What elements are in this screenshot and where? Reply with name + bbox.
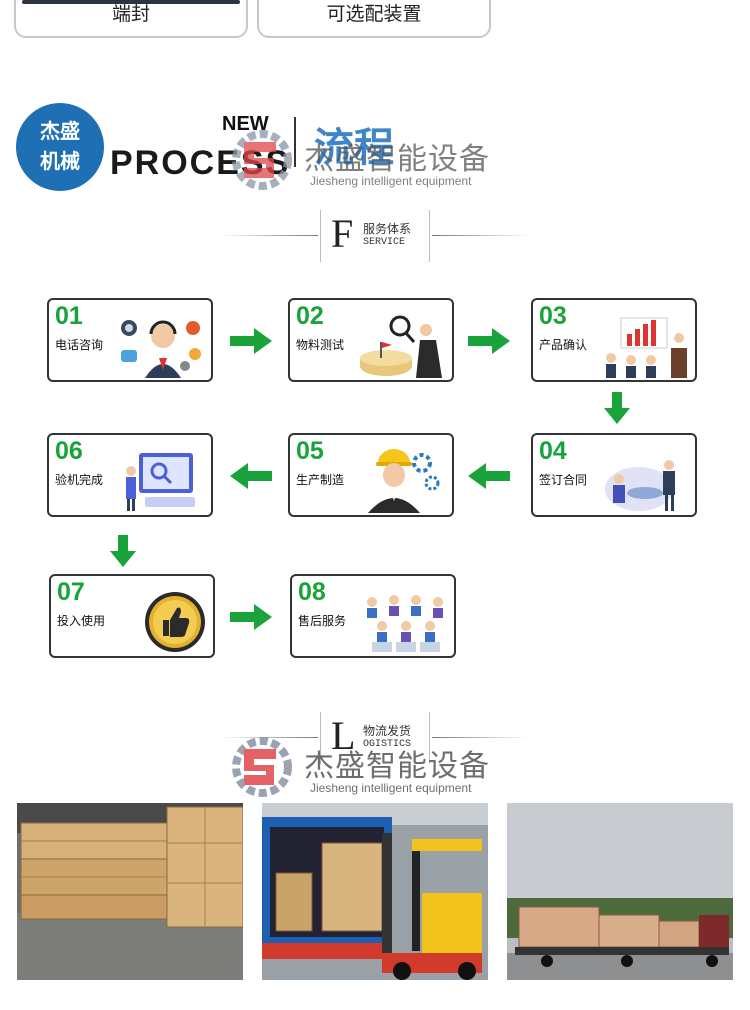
logistics-banner: L 物流发货 OGISTICS bbox=[220, 712, 530, 764]
banner-line-right bbox=[432, 235, 530, 236]
process-step-1: 01 电话咨询 bbox=[47, 298, 213, 382]
arrow-left-icon bbox=[468, 463, 510, 489]
service-banner: F 服务体系 SERVICE bbox=[220, 210, 530, 262]
step-number: 05 bbox=[296, 437, 324, 465]
banner-line-right bbox=[432, 737, 530, 738]
option-card-optional-device: 可选配装置 bbox=[257, 0, 491, 38]
banner-line-left bbox=[220, 235, 318, 236]
step-number: 08 bbox=[298, 578, 326, 606]
presentation-icon bbox=[606, 317, 687, 378]
banner-title-en: OGISTICS bbox=[363, 739, 412, 750]
magnifier-test-icon bbox=[360, 315, 442, 378]
step-number: 07 bbox=[57, 578, 85, 606]
contract-meeting-icon bbox=[605, 460, 675, 511]
inspection-screen-icon bbox=[126, 453, 195, 511]
step-name: 投入使用 bbox=[57, 614, 106, 628]
arrow-down-icon bbox=[110, 535, 136, 567]
support-team-icon bbox=[367, 595, 443, 652]
brand-badge-line1: 杰盛 bbox=[40, 119, 80, 143]
banner-box: L 物流发货 OGISTICS bbox=[320, 712, 430, 764]
step-number: 06 bbox=[55, 437, 83, 465]
banner-box: F 服务体系 SERVICE bbox=[320, 210, 430, 262]
step-number: 01 bbox=[55, 302, 83, 330]
step-number: 03 bbox=[539, 302, 567, 330]
photo-flatbed-truck bbox=[507, 803, 733, 980]
banner-title-en: SERVICE bbox=[363, 237, 406, 248]
step-number: 04 bbox=[539, 437, 567, 465]
process-heading: PROCESS bbox=[110, 144, 291, 182]
photo-wooden-crates bbox=[17, 803, 243, 980]
process-step-4: 04 签订合同 bbox=[531, 433, 697, 517]
heading-divider bbox=[294, 117, 296, 167]
process-step-5: 05 生产制造 bbox=[288, 433, 454, 517]
banner-letter: L bbox=[331, 713, 356, 758]
process-step-6: 06 验机完成 bbox=[47, 433, 213, 517]
watermark-name-en: Jiesheng intelligent equipment bbox=[310, 174, 472, 188]
photo-truck-forklift bbox=[262, 803, 488, 980]
process-step-2: 02 物料测试 bbox=[288, 298, 454, 382]
watermark-name-en: Jiesheng intelligent equipment bbox=[310, 781, 472, 795]
option-card-end-seal: 端封 bbox=[14, 0, 248, 38]
banner-line-left bbox=[220, 737, 318, 738]
step-name: 签订合同 bbox=[539, 473, 588, 487]
arrow-left-icon bbox=[230, 463, 272, 489]
customer-service-icon bbox=[121, 320, 201, 378]
process-step-7: 07 投入使用 bbox=[49, 574, 215, 658]
step-name: 物料测试 bbox=[296, 338, 345, 352]
thumbs-up-medal-icon bbox=[145, 592, 205, 652]
arrow-right-icon bbox=[468, 328, 510, 354]
step-name: 验机完成 bbox=[55, 473, 104, 487]
step-name: 生产制造 bbox=[296, 473, 345, 487]
process-title-cn: 流程 bbox=[314, 125, 394, 171]
arrow-right-icon bbox=[230, 604, 272, 630]
brand-badge-line2: 机械 bbox=[40, 149, 80, 173]
option-card-label: 端封 bbox=[111, 3, 150, 25]
brand-badge: 杰盛 机械 bbox=[16, 103, 104, 191]
step-name: 产品确认 bbox=[539, 338, 588, 352]
arrow-down-icon bbox=[604, 392, 630, 424]
process-step-3: 03 产品确认 bbox=[531, 298, 697, 382]
card-image-strip bbox=[22, 0, 240, 4]
worker-helmet-icon bbox=[368, 449, 440, 513]
arrow-right-icon bbox=[230, 328, 272, 354]
banner-letter: F bbox=[331, 211, 354, 256]
step-name: 电话咨询 bbox=[55, 338, 104, 352]
step-name: 售后服务 bbox=[298, 614, 347, 628]
new-label: NEW bbox=[222, 113, 269, 135]
process-step-8: 08 售后服务 bbox=[290, 574, 456, 658]
step-number: 02 bbox=[296, 302, 324, 330]
option-card-label: 可选配装置 bbox=[326, 3, 422, 25]
banner-title-cn: 服务体系 bbox=[363, 222, 412, 236]
banner-title-cn: 物流发货 bbox=[363, 724, 412, 738]
